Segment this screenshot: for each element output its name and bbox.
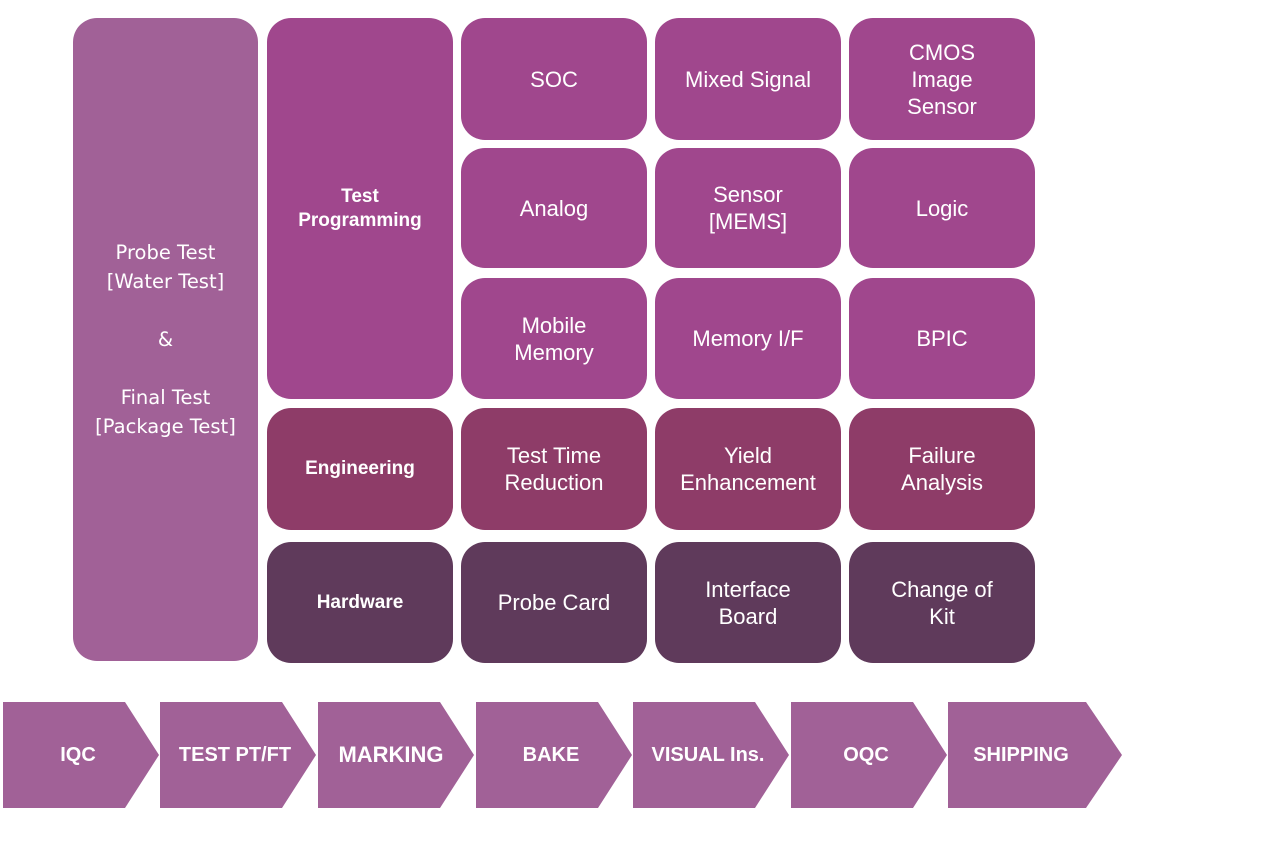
cell-mobile-memory-label: Mobile Memory — [514, 312, 594, 365]
cell-cmos-image-sensor-label: CMOS Image Sensor — [907, 39, 977, 119]
cell-interface-board-label: Interface Board — [705, 576, 791, 629]
cell-yield-enhancement-label: Yield Enhancement — [680, 443, 816, 495]
cell-sensor-mems: Sensor [MEMS] — [655, 148, 841, 268]
flow-step-iqc-label: IQC — [60, 743, 96, 766]
engineering-header: Engineering — [267, 408, 453, 530]
flow-step-oqc-label: OQC — [843, 743, 889, 766]
cell-memory-if-label: Memory I/F — [692, 326, 804, 351]
cell-analog: Analog — [461, 148, 647, 268]
engineering-label: Engineering — [305, 458, 415, 479]
cell-logic-label: Logic — [915, 195, 969, 221]
arrow-shape — [476, 702, 632, 808]
cell-failure-analysis-label: Failure Analysis — [901, 443, 983, 495]
arrow-shape — [948, 702, 1122, 808]
hardware-label: Hardware — [316, 591, 404, 613]
cell-interface-board: Interface Board — [655, 542, 841, 663]
flow-step-visual-ins: VISUAL Ins. — [633, 702, 789, 808]
probe-final-test-panel: Probe Test [Water Test] & Final Test [Pa… — [73, 18, 258, 661]
cell-test-time-reduction: Test Time Reduction — [461, 408, 647, 530]
test-programming-header: Test Programming — [267, 18, 453, 399]
flow-step-bake-label: BAKE — [522, 743, 580, 766]
hardware-header: Hardware — [267, 542, 453, 663]
cell-probe-card: Probe Card — [461, 542, 647, 663]
flow-step-visual-ins-label: VISUAL Ins. — [651, 743, 765, 766]
flow-step-shipping: SHIPPING — [948, 702, 1122, 808]
cell-bpic-label: BPIC — [916, 326, 968, 351]
arrow-shape — [318, 702, 474, 808]
cell-soc-label: SOC — [530, 66, 578, 92]
cell-memory-if: Memory I/F — [655, 278, 841, 399]
flow-step-marking-label: MARKING — [338, 742, 444, 767]
cell-logic: Logic — [849, 148, 1035, 268]
test-programming-label: Test Programming — [298, 185, 422, 231]
arrow-shape — [791, 702, 947, 808]
cell-bpic: BPIC — [849, 278, 1035, 399]
flow-step-shipping-label: SHIPPING — [973, 743, 1069, 766]
cell-mixed-signal: Mixed Signal — [655, 18, 841, 140]
arrow-shape — [633, 702, 789, 808]
flow-step-test-pt-ft: TEST PT/FT — [160, 702, 316, 808]
cell-analog-label: Analog — [519, 195, 589, 221]
cell-yield-enhancement: Yield Enhancement — [655, 408, 841, 530]
cell-cmos-image-sensor: CMOS Image Sensor — [849, 18, 1035, 140]
cell-mixed-signal-label: Mixed Signal — [685, 66, 811, 92]
cell-change-of-kit: Change of Kit — [849, 542, 1035, 663]
cell-mobile-memory: Mobile Memory — [461, 278, 647, 399]
cell-sensor-mems-label: Sensor [MEMS] — [708, 182, 788, 234]
flow-step-marking: MARKING — [318, 702, 474, 808]
cell-probe-card-label: Probe Card — [497, 590, 611, 615]
flow-step-iqc: IQC — [3, 702, 159, 808]
cell-change-of-kit-label: Change of Kit — [891, 576, 993, 629]
arrow-shape — [160, 702, 316, 808]
probe-final-test-label: Probe Test [Water Test] & Final Test [Pa… — [95, 241, 236, 438]
cell-soc: SOC — [461, 18, 647, 140]
arrow-shape — [3, 702, 159, 808]
cell-test-time-reduction-label: Test Time Reduction — [504, 443, 604, 495]
flow-step-bake: BAKE — [476, 702, 632, 808]
cell-failure-analysis: Failure Analysis — [849, 408, 1035, 530]
flow-step-oqc: OQC — [791, 702, 947, 808]
flow-step-test-pt-ft-label: TEST PT/FT — [178, 743, 292, 766]
